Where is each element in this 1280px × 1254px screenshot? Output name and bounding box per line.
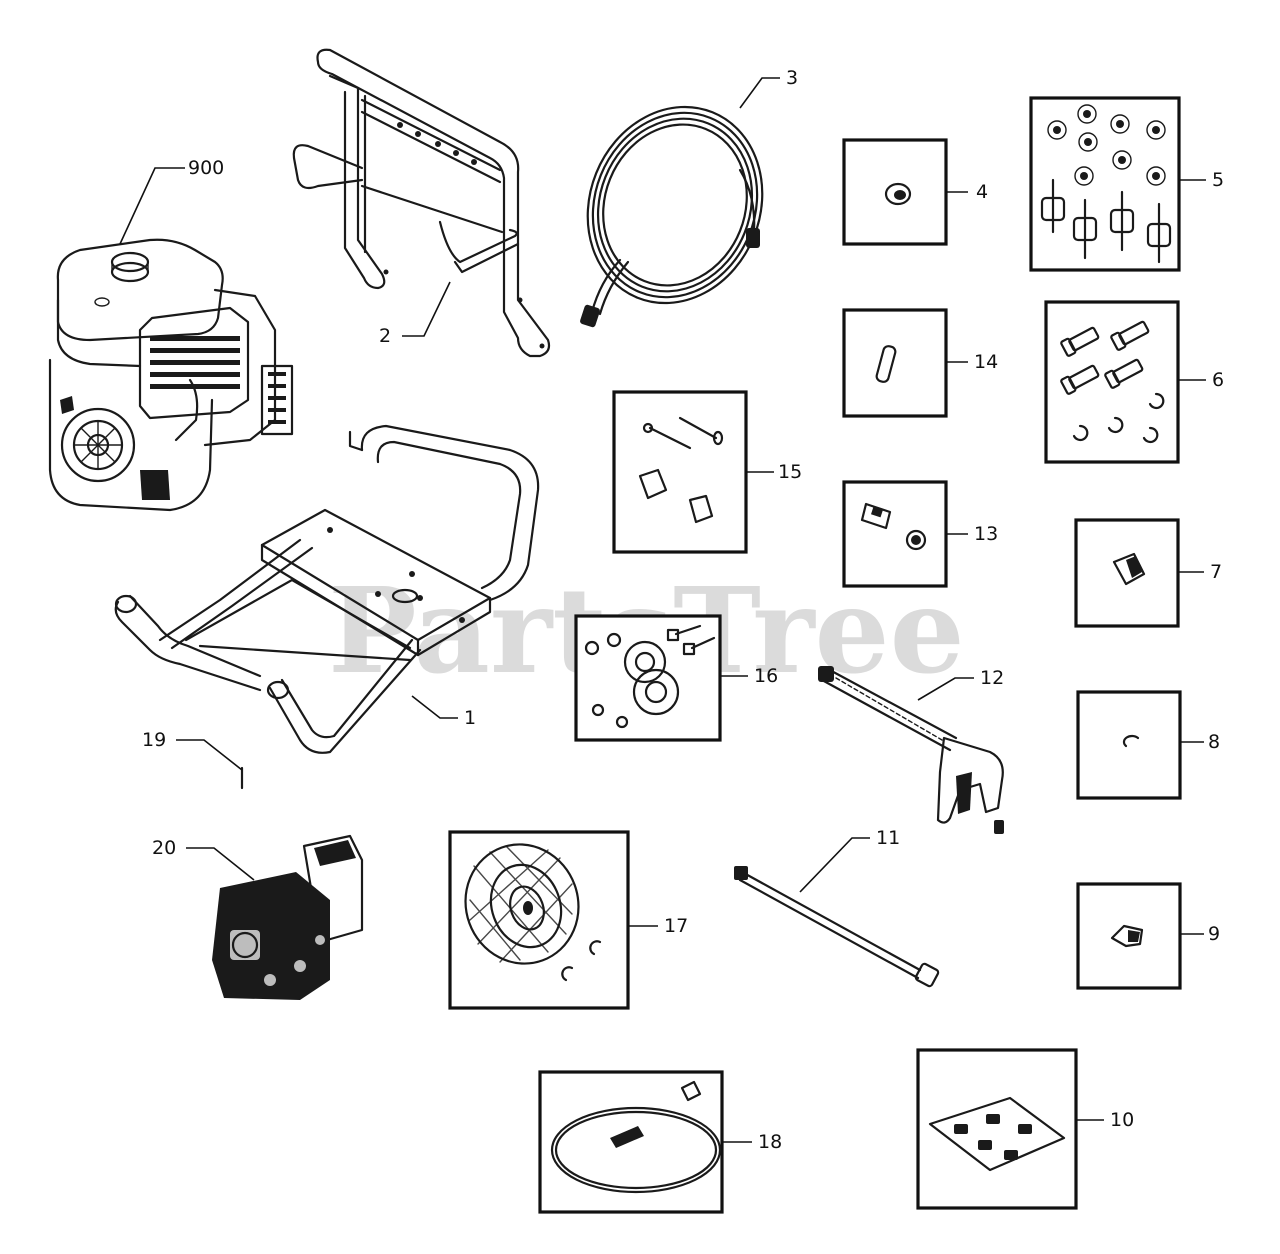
- part-box-10: [916, 1048, 1078, 1210]
- part-box-7: [1074, 518, 1180, 628]
- nozzle-bag-icon: [928, 1096, 1066, 1172]
- pump-icon: [212, 834, 364, 1000]
- wheel-icon: [464, 843, 602, 982]
- wheel-hardware-icon: [584, 624, 716, 729]
- cap-icon: [884, 182, 912, 206]
- clip-icon: [1122, 734, 1140, 748]
- belt-kit-icon: [550, 1080, 722, 1194]
- callout-7: 7: [1210, 561, 1222, 583]
- callout-14: 14: [974, 351, 998, 373]
- part-box-13: [842, 480, 948, 588]
- callout-16: 16: [754, 665, 778, 687]
- callout-900: 900: [188, 157, 224, 179]
- base-frame-icon: [114, 424, 540, 754]
- callout-3: 3: [786, 67, 798, 89]
- nuts-and-isolators-icon: [1040, 104, 1172, 264]
- leader-lines: [119, 77, 1206, 1143]
- hose-icon: [580, 105, 764, 328]
- callout-labels: 900 2 3 4 5 14 6 15 13 7 1 16 12 8 19 20…: [142, 67, 1224, 1153]
- adapter-icon: [1112, 552, 1146, 586]
- part-box-6: [1044, 300, 1180, 464]
- callout-9: 9: [1208, 923, 1220, 945]
- handle-frame-icon: [292, 48, 551, 358]
- part-box-14: [842, 308, 948, 418]
- callout-12: 12: [980, 667, 1004, 689]
- bolts-and-clips-icon: [1060, 320, 1165, 444]
- lance-icon: [734, 866, 940, 988]
- callout-4: 4: [976, 181, 988, 203]
- callout-20: 20: [152, 837, 176, 859]
- fitting-icon: [860, 502, 927, 551]
- callout-18: 18: [758, 1131, 782, 1153]
- pin-icon: [875, 345, 897, 383]
- callout-13: 13: [974, 523, 998, 545]
- engine-icon: [48, 238, 294, 512]
- part-box-9: [1076, 882, 1182, 990]
- part-box-16: [574, 614, 722, 742]
- callout-5: 5: [1212, 169, 1224, 191]
- callout-6: 6: [1212, 369, 1224, 391]
- callout-10: 10: [1110, 1109, 1134, 1131]
- callout-8: 8: [1208, 731, 1220, 753]
- knob-hardware-icon: [638, 416, 724, 524]
- part-box-15: [612, 390, 748, 554]
- callout-2: 2: [379, 325, 391, 347]
- callout-17: 17: [664, 915, 688, 937]
- elbow-fitting-icon: [1110, 924, 1144, 948]
- callout-1: 1: [464, 707, 476, 729]
- part-box-8: [1076, 690, 1182, 800]
- callout-15: 15: [778, 461, 802, 483]
- part-box-4: [842, 138, 948, 246]
- callout-11: 11: [876, 827, 900, 849]
- spray-gun-icon: [818, 666, 1004, 834]
- callout-19: 19: [142, 729, 166, 751]
